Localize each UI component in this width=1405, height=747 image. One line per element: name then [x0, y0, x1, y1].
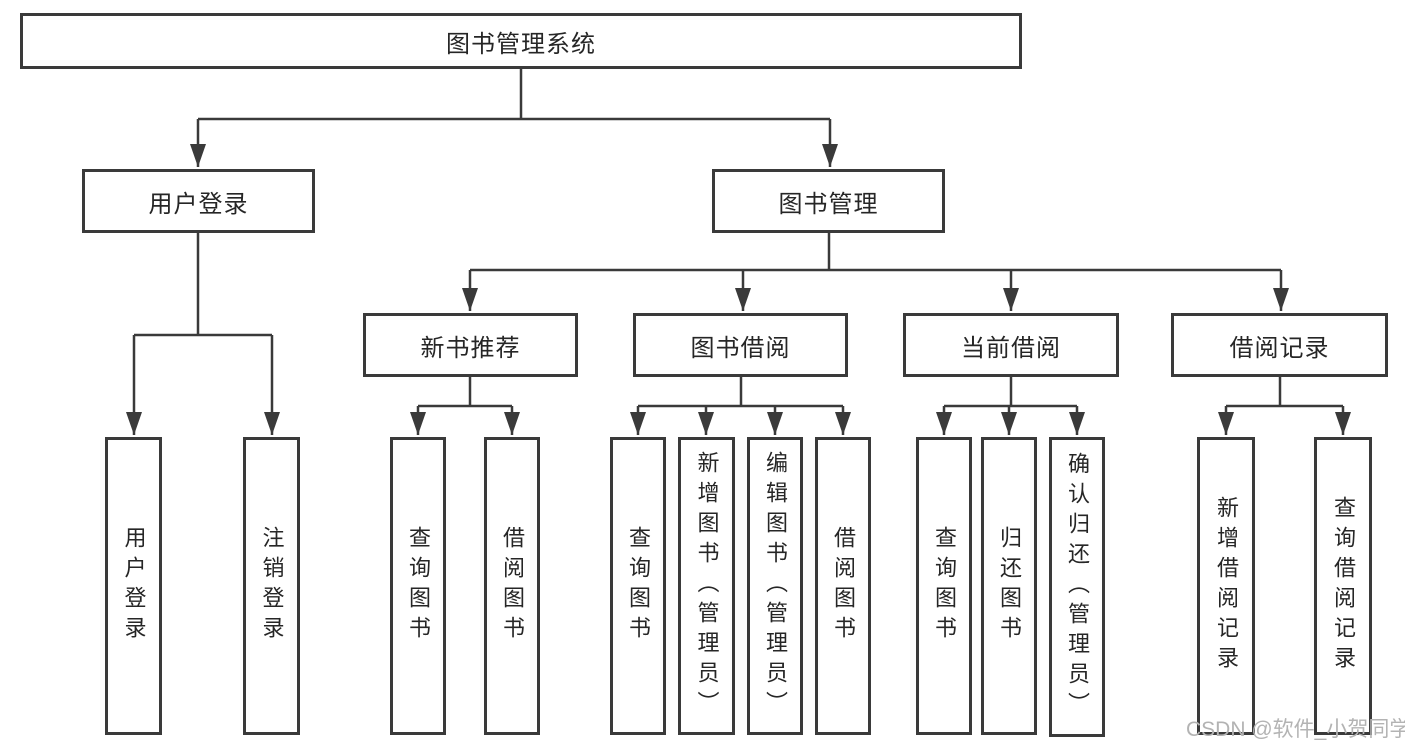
node-label: 新书推荐: [420, 334, 521, 362]
leaf-add-book-admin: 新增图书（管理员）: [678, 437, 735, 735]
leaf-query-borrow-record: 查询借阅记录: [1314, 437, 1372, 735]
leaf-query-book-3: 查询图书: [916, 437, 972, 735]
node-current-borrow: 当前借阅: [903, 313, 1119, 377]
node-label: 图书管理: [778, 190, 879, 218]
leaf-borrow-book-1: 借阅图书: [484, 437, 540, 735]
leaf-query-book-2: 查询图书: [610, 437, 666, 735]
node-borrow-records: 借阅记录: [1171, 313, 1388, 377]
leaf-confirm-return-admin: 确认归还（管理员）: [1049, 437, 1105, 737]
node-label: 新增借阅记录: [1214, 496, 1239, 676]
node-label: 当前借阅: [961, 334, 1061, 362]
node-label: 注销登录: [259, 526, 285, 646]
leaf-return-book: 归还图书: [981, 437, 1037, 735]
node-label: 查询借阅记录: [1331, 496, 1356, 676]
node-label: 图书借阅: [690, 334, 791, 362]
node-label: 确认归还（管理员）: [1065, 452, 1090, 722]
node-label: 用户登录: [148, 190, 249, 218]
node-label: 借阅记录: [1229, 334, 1330, 362]
node-label: 编辑图书（管理员）: [763, 451, 788, 721]
node-label: 借阅图书: [831, 526, 856, 646]
node-title: 图书管理系统: [20, 13, 1022, 69]
leaf-borrow-book-2: 借阅图书: [815, 437, 871, 735]
node-label: 图书管理系统: [446, 30, 596, 58]
node-label: 查询图书: [626, 526, 651, 646]
leaf-user-login: 用户登录: [105, 437, 162, 735]
leaf-edit-book-admin: 编辑图书（管理员）: [747, 437, 803, 735]
csdn-watermark: CSDN @软件_小贺同学: [1186, 718, 1405, 741]
node-label: 用户登录: [121, 526, 147, 646]
node-label: 查询图书: [932, 526, 957, 646]
node-label: 查询图书: [406, 526, 431, 646]
node-user-login: 用户登录: [82, 169, 315, 233]
node-label: 新增图书（管理员）: [694, 451, 720, 721]
node-book-management: 图书管理: [712, 169, 945, 233]
node-label: 归还图书: [997, 526, 1022, 646]
node-book-borrow: 图书借阅: [633, 313, 848, 377]
node-label: 借阅图书: [500, 526, 525, 646]
leaf-logout: 注销登录: [243, 437, 300, 735]
node-new-book-recommend: 新书推荐: [363, 313, 578, 377]
leaf-query-book-1: 查询图书: [390, 437, 446, 735]
leaf-add-borrow-record: 新增借阅记录: [1197, 437, 1255, 735]
